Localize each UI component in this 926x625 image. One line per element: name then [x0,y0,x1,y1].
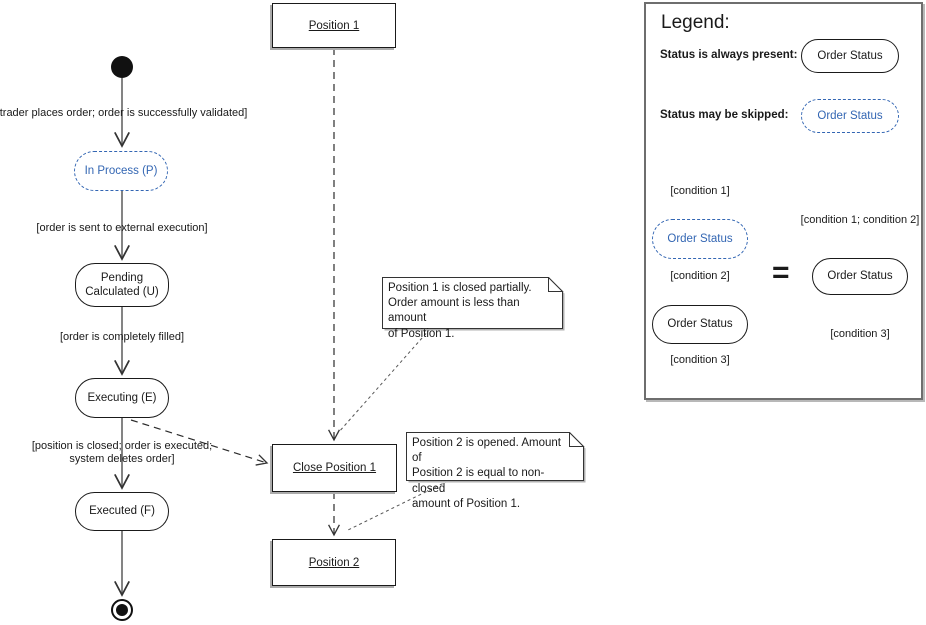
legend-condition-1-2-label: [condition 1; condition 2] [800,214,920,226]
note1-line3: of Position 1. [388,327,455,340]
note2-line1: Position 2 is opened. Amount of [412,437,561,465]
order-status-label: Order Status [667,232,733,245]
note-outline [406,432,586,483]
position-2-label: Position 2 [308,556,360,569]
legend-flow-right-order-status: Order Status [812,258,908,295]
legend-condition-3-right-label: [condition 3] [830,328,890,340]
state-pending-line2: Calculated (U) [85,286,159,298]
legend-order-status-dashed: Order Status [801,99,899,133]
state-in-process: In Process (P) [74,151,168,191]
state-executing: Executing (E) [75,378,169,418]
position-2-box: Position 2 [272,539,396,586]
note1-line1: Position 1 is closed partially. [388,282,532,294]
end-node [111,599,133,621]
close-position-1-box: Close Position 1 [272,444,397,492]
order-status-label: Order Status [667,318,733,331]
state-pending-calculated: Pending Calculated (U) [75,263,169,307]
legend-skipped-label: Status may be skipped: [660,109,789,121]
end-node-dot [116,604,128,616]
state-in-process-label: In Process (P) [84,164,158,177]
state-pending-line1: Pending [100,271,144,284]
note-position-2-opened: Position 2 is opened. Amount of Position… [406,432,586,510]
legend-flow-order-status-solid: Order Status [652,305,748,344]
legend-condition-3-label: [condition 3] [670,354,730,366]
note-partial-close: Position 1 is closed partially. Order am… [382,277,565,340]
position-1-label: Position 1 [308,19,360,32]
transition-label-sent-execution: [order is sent to external execution] [36,222,208,234]
note2-line2: Position 2 is equal to non-closed [412,467,545,495]
legend-condition-1-label: [condition 1] [670,185,730,197]
legend-title: Legend: [661,12,730,33]
order-status-label: Order Status [817,109,883,122]
state-executed: Executed (F) [75,492,169,531]
legend-flow-order-status-dashed: Order Status [652,219,748,259]
start-node [111,56,133,78]
equals-sign: = [772,256,790,289]
note2-line3: amount of Position 1. [412,497,521,510]
legend-condition-2-label: [condition 2] [670,270,730,282]
note-position-2-text: Position 2 is opened. Amount of Position… [412,436,568,512]
note-outline [382,277,565,331]
dashed-flow-lines [130,48,340,537]
note1-line2: Order amount is less than amount [388,297,520,325]
state-executed-label: Executed (F) [89,505,155,518]
transition-label-closed-line1: [position is closed; order is executed; [31,440,213,452]
transition-label-closed-line2: system deletes order] [69,453,175,465]
note-fold-icon [569,432,585,447]
transition-label-filled: [order is completely filled] [59,331,185,343]
transition-label-validated: [trader places order; order is successfu… [0,107,248,119]
note-fold-icon [548,277,564,292]
note-connector-lines [337,328,449,532]
note-partial-close-text: Position 1 is closed partially. Order am… [388,281,547,342]
legend-box: Legend: Status is always present: Order … [644,2,923,400]
state-executing-label: Executing (E) [87,391,157,404]
order-status-label: Order Status [817,49,883,62]
legend-order-status-solid: Order Status [801,39,899,73]
position-1-box: Position 1 [272,3,396,48]
legend-always-label: Status is always present: [660,49,798,61]
order-status-label: Order Status [827,270,893,283]
close-position-1-label: Close Position 1 [292,462,377,474]
